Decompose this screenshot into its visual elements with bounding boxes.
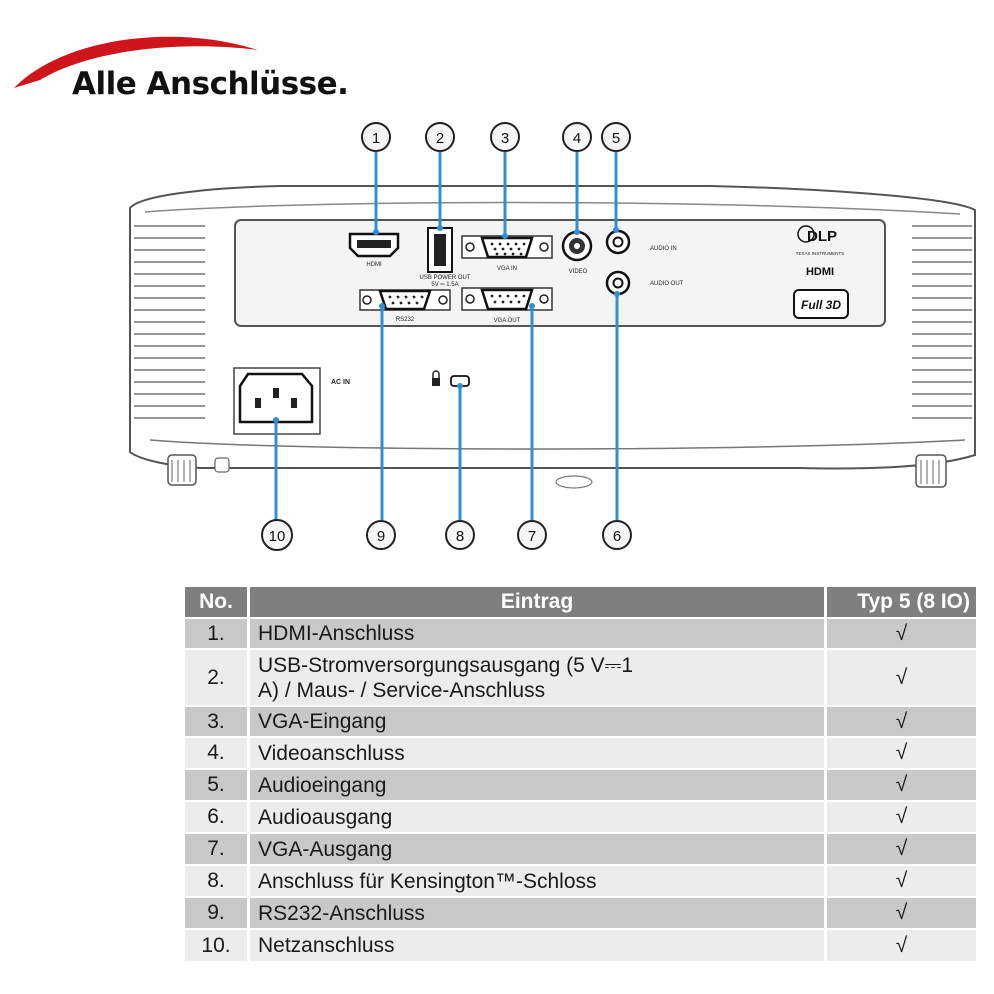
callout-6: 6	[602, 520, 632, 550]
callout-2: 2	[425, 122, 455, 152]
svg-text:8: 8	[456, 528, 464, 545]
table-row: 6. Audioausgang √	[185, 800, 976, 833]
audio-out-label: AUDIO OUT	[650, 281, 684, 287]
row-check: √	[825, 617, 976, 649]
page-title: Alle Anschlüsse.	[72, 66, 349, 102]
connector-table: No. Eintrag Typ 5 (8 IO) 1. HDMI-Anschlu…	[185, 587, 976, 961]
row-no: 2.	[185, 648, 250, 706]
row-entry: Audioeingang	[248, 768, 827, 801]
projector-rear-diagram: HDMI USB POWER OUT 5V ═ 1.5A VGA IN VIDE…	[129, 122, 976, 551]
row-no: 9.	[185, 896, 250, 929]
dlp-logo: DLP	[807, 228, 837, 245]
row-no: 10.	[185, 928, 250, 961]
table-row: 9. RS232-Anschluss √	[185, 896, 976, 929]
header-no: No.	[185, 587, 250, 618]
row-check: √	[825, 705, 976, 737]
table-row: 1. HDMI-Anschluss √	[185, 617, 976, 649]
row-no: 8.	[185, 864, 250, 897]
hdmi-logo: HDMI	[806, 266, 834, 278]
svg-text:5: 5	[612, 130, 620, 147]
rs232-label: RS232	[396, 317, 415, 323]
left-foot	[167, 454, 197, 486]
row-check: √	[825, 768, 976, 801]
callout-1: 1	[361, 122, 391, 152]
row-entry: Anschluss für Kensington™-Schloss	[248, 864, 827, 897]
svg-text:6: 6	[613, 528, 621, 545]
svg-text:10: 10	[269, 528, 286, 545]
row-no: 5.	[185, 768, 250, 801]
row-check: √	[825, 864, 976, 897]
brand-swoosh	[14, 36, 258, 88]
row-entry: HDMI-Anschluss	[248, 617, 827, 649]
header-type: Typ 5 (8 IO)	[825, 587, 976, 618]
row-entry: Netzanschluss	[248, 928, 827, 961]
row-no: 7.	[185, 832, 250, 865]
usb-label-1: USB POWER OUT	[419, 275, 470, 281]
row-entry: USB-Stromversorgungsausgang (5 V⎓1 A) / …	[248, 648, 827, 706]
row-no: 6.	[185, 800, 250, 833]
callout-9: 9	[366, 520, 396, 550]
svg-text:1: 1	[372, 130, 380, 147]
vga-in-label: VGA IN	[497, 266, 517, 272]
svg-text:4: 4	[573, 130, 581, 147]
full3d-logo: Full 3D	[801, 298, 841, 312]
lock-icon	[432, 378, 440, 386]
row-no: 3.	[185, 705, 250, 737]
usb-label-2: 5V ═ 1.5A	[431, 282, 458, 288]
table-header-row: No. Eintrag Typ 5 (8 IO)	[185, 587, 976, 618]
row-check: √	[825, 928, 976, 961]
row-no: 4.	[185, 736, 250, 769]
connector-panel	[234, 219, 886, 327]
audio-in-label: AUDIO IN	[650, 246, 677, 252]
callout-7: 7	[517, 520, 547, 550]
video-label: VIDEO	[569, 269, 588, 275]
callout-4: 4	[562, 122, 592, 152]
row-entry: Videoanschluss	[248, 736, 827, 769]
row-check: √	[825, 736, 976, 769]
row-entry: Audioausgang	[248, 800, 827, 833]
table-row: 5. Audioeingang √	[185, 768, 976, 801]
row-check: √	[825, 896, 976, 929]
row-entry: VGA-Ausgang	[248, 832, 827, 865]
svg-text:3: 3	[501, 130, 509, 147]
callout-5: 5	[601, 122, 631, 152]
ac-in-label: AC IN	[331, 379, 350, 386]
callout-8: 8	[445, 520, 475, 550]
table-row: 3. VGA-Eingang √	[185, 705, 976, 737]
callout-3: 3	[490, 122, 520, 152]
svg-text:2: 2	[436, 130, 444, 147]
table-row: 7. VGA-Ausgang √	[185, 832, 976, 865]
hdmi-port-label: HDMI	[366, 262, 382, 268]
vga-out-label: VGA OUT	[494, 318, 521, 324]
header-entry: Eintrag	[248, 587, 827, 618]
table-row: 10. Netzanschluss √	[185, 928, 976, 961]
table-row: 4. Videoanschluss √	[185, 736, 976, 769]
row-entry: VGA-Eingang	[248, 705, 827, 737]
svg-text:9: 9	[377, 528, 385, 545]
row-entry: RS232-Anschluss	[248, 896, 827, 929]
callout-10: 10	[261, 519, 293, 551]
row-check: √	[825, 832, 976, 865]
row-check: √	[825, 800, 976, 833]
svg-text:7: 7	[528, 528, 536, 545]
row-no: 1.	[185, 617, 250, 649]
table-row: 8. Anschluss für Kensington™-Schloss √	[185, 864, 976, 897]
texas-instruments-logo: TEXAS INSTRUMENTS	[796, 251, 845, 256]
row-check: √	[825, 648, 976, 706]
table-row: 2. USB-Stromversorgungsausgang (5 V⎓1 A)…	[185, 648, 976, 706]
